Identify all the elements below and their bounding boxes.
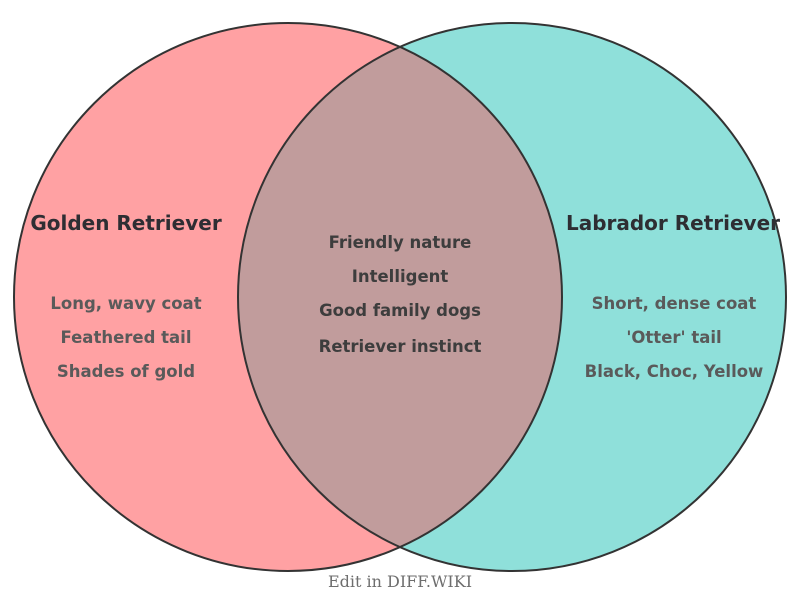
right-set-title: Labrador Retriever — [566, 211, 780, 235]
right-set-item: Black, Choc, Yellow — [585, 362, 764, 381]
right-set-item: 'Otter' tail — [626, 328, 721, 347]
right-circle-outline — [237, 22, 787, 572]
left-set-item: Shades of gold — [57, 362, 195, 381]
left-set-title: Golden Retriever — [30, 211, 222, 235]
overlap-item: Good family dogs — [319, 301, 481, 320]
right-set-item: Short, dense coat — [592, 294, 757, 313]
overlap-region — [237, 46, 563, 548]
overlap-item: Intelligent — [352, 267, 449, 286]
left-circle-outline — [13, 22, 563, 572]
left-set-item: Long, wavy coat — [50, 294, 201, 313]
overlap-item: Retriever instinct — [319, 337, 482, 356]
overlap-item: Friendly nature — [329, 233, 472, 252]
left-set-item: Feathered tail — [61, 328, 192, 347]
edit-link[interactable]: Edit in DIFF.WIKI — [328, 572, 472, 591]
